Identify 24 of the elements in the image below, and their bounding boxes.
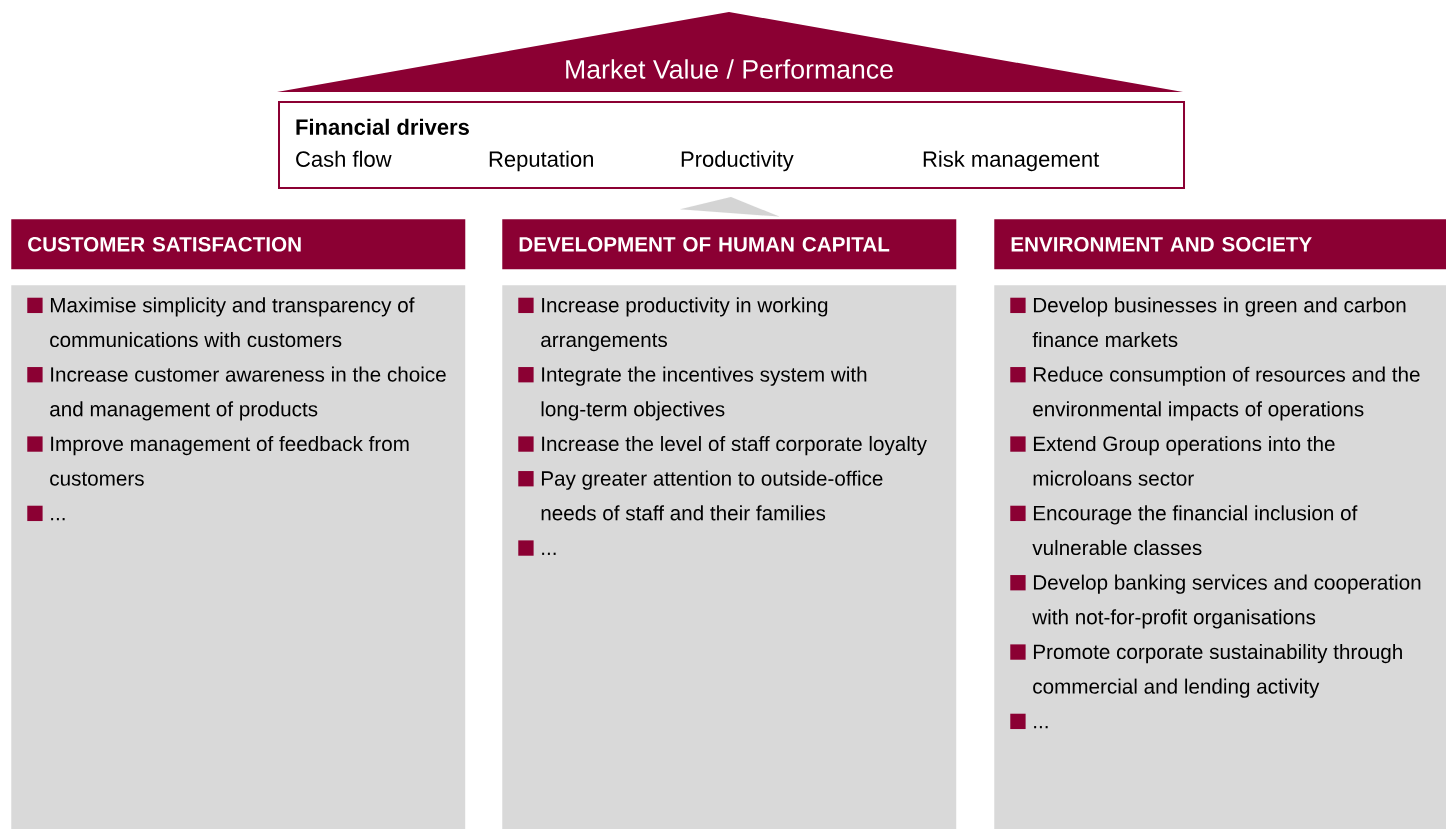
bullet-item: Develop businesses in green and carbon finance markets bbox=[1010, 297, 1406, 348]
bullet-panel bbox=[11, 285, 466, 829]
header-band: ENVIRONMENT AND SOCIETY bbox=[994, 219, 1446, 270]
bullet-item: Increase the level of staff corporate loyalty bbox=[518, 435, 927, 456]
bullet-item: Pay greater attention to outside-office needs of staff and their families bbox=[518, 470, 883, 521]
bullet-item: Encourage the financial inclusion of vulnerable classes bbox=[1010, 505, 1358, 556]
bullet-item: Promote corporate sustainability through commercial and lending activity bbox=[1010, 643, 1402, 698]
bullet-panel bbox=[994, 285, 1446, 829]
bullet-item: ... bbox=[1010, 713, 1048, 730]
bullet-item: Maximise simplicity and transparency of communications with customers bbox=[27, 297, 415, 348]
bullet-item: Extend Group operations into the microloans sector bbox=[1010, 435, 1335, 486]
bullet-item: Increase customer awareness in the choice and management of products bbox=[27, 366, 446, 421]
bullet-item: ... bbox=[27, 505, 65, 522]
bullet-item: Integrate the incentives system with long-term objectives bbox=[518, 366, 867, 421]
roof-band: Market Value / Performance bbox=[277, 12, 1183, 92]
bullet-item: Increase productivity in working arrangements bbox=[518, 297, 828, 352]
bullet-item: ... bbox=[518, 540, 556, 556]
bullet-item: Reduce consumption of resources and the environmental impacts of operations bbox=[1010, 366, 1420, 421]
bullet-item: Develop banking services and cooperation with not-for-profit organisations bbox=[1010, 574, 1421, 629]
bullet-item: Improve management of feedback from customers bbox=[27, 435, 409, 486]
header-band: DEVELOPMENT OF HUMAN CAPITAL bbox=[502, 219, 957, 270]
bullet-panel bbox=[502, 285, 957, 829]
drivers-box: Financial drivers Cash flow Reputation Productivity Risk management bbox=[278, 101, 1185, 189]
header-band: CUSTOMER SATISFACTION bbox=[11, 219, 466, 270]
